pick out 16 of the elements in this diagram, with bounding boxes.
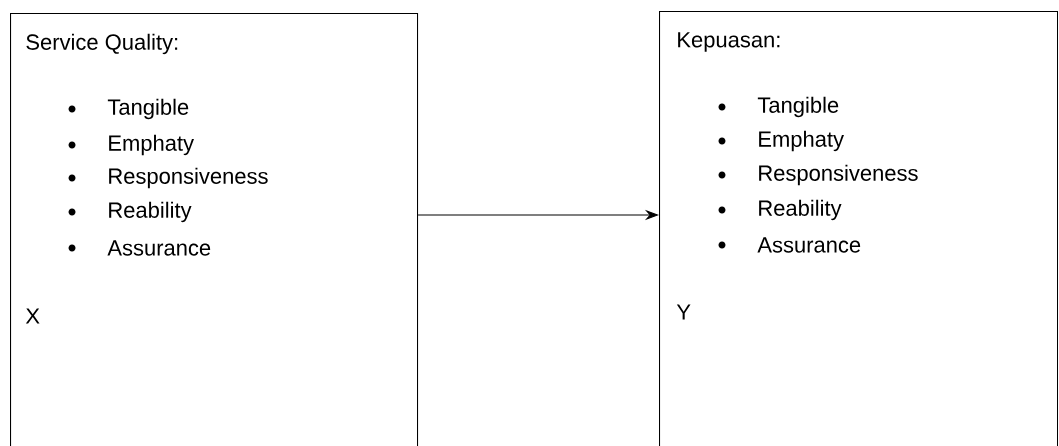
list-item: Responsiveness: [68, 167, 268, 189]
text-box: [659, 11, 1059, 446]
heading: Service Quality:: [26, 33, 178, 55]
heading: Kepuasan:: [678, 32, 780, 52]
list-item: Emphaty: [718, 130, 844, 152]
variable-label: Y: [676, 304, 691, 320]
text-box: [10, 13, 419, 446]
variable-label: X: [25, 308, 40, 324]
list-item: Tangible: [718, 96, 839, 118]
list-item: Tangible: [68, 98, 189, 120]
list-item: Responsiveness: [718, 164, 918, 186]
list-item: Reability: [718, 199, 842, 221]
list-item: Reability: [68, 201, 192, 223]
list-item: Assurance: [718, 237, 861, 253]
list-item: Assurance: [68, 240, 211, 256]
list-item: Emphaty: [68, 134, 194, 156]
